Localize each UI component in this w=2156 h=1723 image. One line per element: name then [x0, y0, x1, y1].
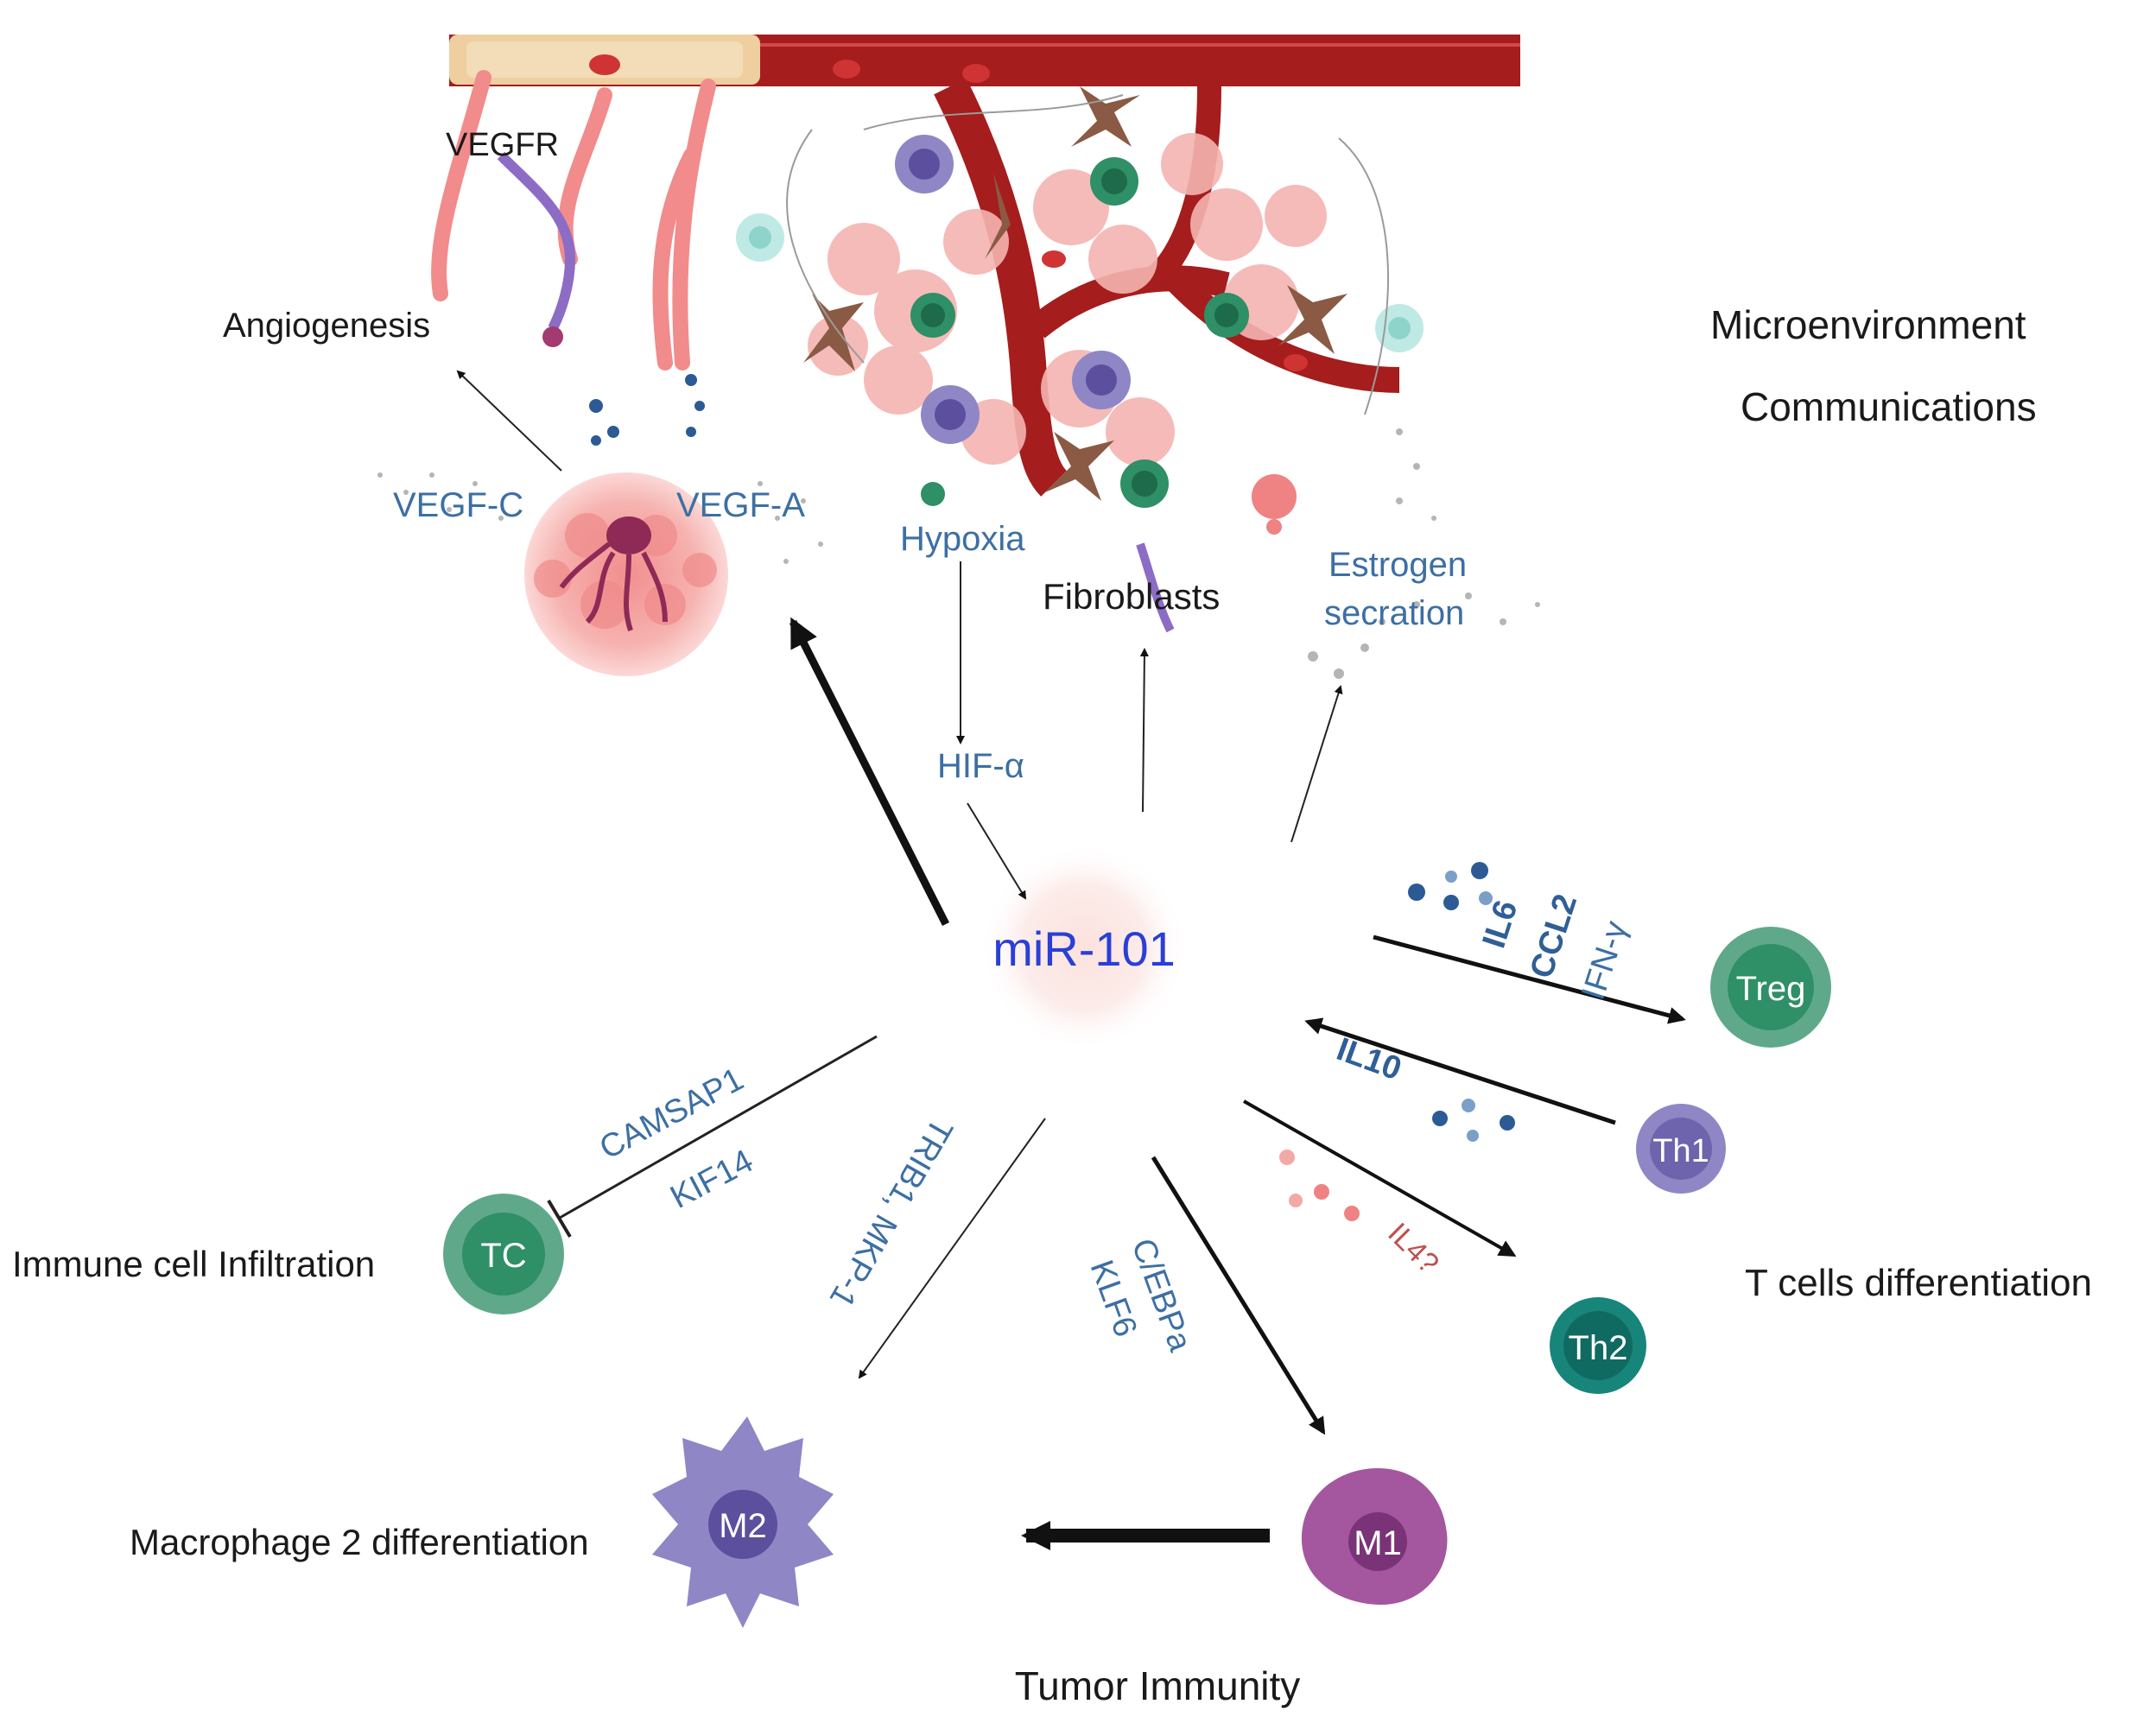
- center-label: miR-101: [992, 922, 1176, 976]
- trib1-label: TRIB1, MKP-1: [822, 1112, 960, 1314]
- macrophage-title: Macrophage 2 differentiation: [130, 1522, 589, 1562]
- arrow-to-m2: [858, 1118, 1046, 1379]
- arrow-hif-center: [967, 802, 1027, 900]
- tumor-microenvironment-illustration: [377, 35, 1540, 679]
- cytokine-particles: [1279, 862, 1515, 1221]
- arrow-to-fibroblasts: [1139, 648, 1149, 813]
- angiogenesis-label: Angiogenesis: [223, 307, 430, 345]
- fibroblasts-label: Fibroblasts: [1043, 576, 1220, 617]
- ifn-label: IFN-γ: [1576, 916, 1635, 1004]
- estrogen-label-line1: Estrogen: [1328, 546, 1467, 584]
- microenvironment-title-line1: Microenvironment: [1710, 302, 2026, 347]
- arrows: [456, 370, 1686, 1550]
- treg-label: Treg: [1736, 970, 1806, 1008]
- th1-cell: Th1: [1636, 1104, 1726, 1194]
- ccl2-label: CCL2: [1524, 890, 1585, 982]
- immune-infiltration-title: Immune cell Infiltration: [12, 1244, 375, 1284]
- center-glow: [980, 844, 1188, 1051]
- arrow-to-angiogenesis: [456, 370, 562, 472]
- tc-cell: TC: [443, 1194, 564, 1314]
- arrow-th1-to-center: [1304, 1017, 1616, 1125]
- arrow-to-tumor: [789, 617, 950, 927]
- tc-label: TC: [480, 1237, 526, 1275]
- hypoxia-label: Hypoxia: [900, 520, 1025, 558]
- estrogen-label-line2: secration: [1324, 594, 1464, 632]
- hif-label: HIF-α: [937, 747, 1024, 785]
- m2-label: M2: [719, 1507, 767, 1545]
- kif14-label: KIF14: [665, 1143, 759, 1216]
- tissue-fibroblasts: [803, 86, 1348, 501]
- il10-label: IL10: [1332, 1031, 1406, 1087]
- tissue-green-cells: [910, 157, 1249, 508]
- vegf-a-label: VEGF-A: [676, 486, 805, 524]
- inhibition-to-tc: [559, 1035, 878, 1219]
- m1-cell: M1: [1301, 1468, 1448, 1606]
- arrow-to-th2: [1243, 1099, 1517, 1257]
- tumor-immunity-title: Tumor Immunity: [1015, 1663, 1301, 1708]
- th2-label: Th2: [1569, 1329, 1628, 1367]
- arrow-to-m1: [1151, 1156, 1326, 1435]
- m1-label: M1: [1354, 1524, 1402, 1562]
- th2-cell: Th2: [1550, 1297, 1646, 1394]
- tissue-dendritic-cells: [895, 135, 1131, 444]
- m2-cell: M2: [652, 1416, 834, 1628]
- vegf-c-label: VEGF-C: [393, 486, 523, 524]
- th1-label: Th1: [1652, 1133, 1709, 1169]
- il4-label: IL4?: [1381, 1217, 1445, 1281]
- arrow-to-estrogen: [1290, 685, 1343, 843]
- t-cells-title: T cells differentiation: [1745, 1262, 2092, 1304]
- cebpa-label: C/EBPa: [1125, 1234, 1199, 1357]
- microenvironment-title-line2: Communications: [1741, 384, 2037, 429]
- treg-cell: Treg: [1710, 927, 1831, 1048]
- vegfr-label: VEGFR: [446, 127, 559, 163]
- arrow-to-treg: [1373, 934, 1686, 1024]
- tissue-light-cells: [736, 213, 1424, 352]
